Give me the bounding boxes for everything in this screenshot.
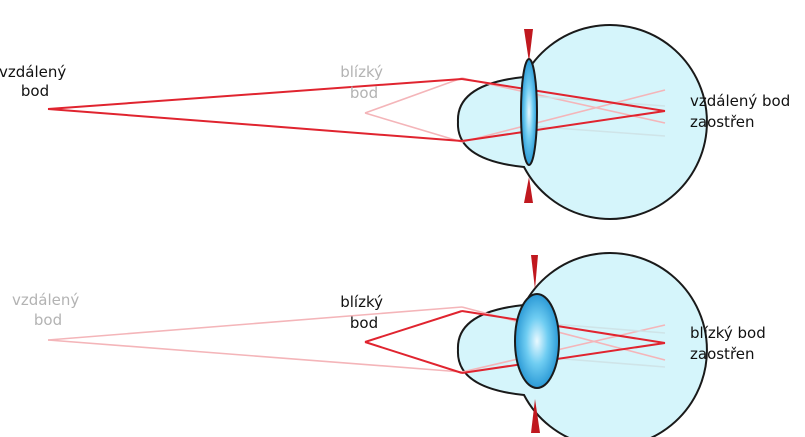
- bottom-panel: vzdálený bod blízký bod blízký bod zaost…: [12, 252, 771, 437]
- top-far-point-label: vzdálený bod: [0, 63, 71, 100]
- top-near-point-label: blízký bod: [340, 63, 388, 102]
- bottom-iris-lower: [531, 399, 540, 433]
- top-far-point-rays: [47, 78, 666, 142]
- top-near-point-rays: [364, 77, 666, 143]
- top-panel: vzdálený bod blízký bod vzdálený bod zao…: [0, 24, 795, 220]
- bottom-eyeball: [456, 252, 708, 437]
- bottom-focus-label: blízký bod zaostřen: [690, 324, 771, 363]
- top-iris-upper: [524, 29, 533, 62]
- bottom-near-point-rays: [364, 310, 666, 374]
- top-lens: [520, 58, 538, 166]
- bottom-far-point-label: vzdálený bod: [12, 291, 84, 329]
- top-focus-label: vzdálený bod zaostřen: [690, 92, 795, 131]
- bottom-iris-upper: [531, 255, 538, 289]
- top-eyeball: [456, 24, 708, 220]
- bottom-near-point-label: blízký bod: [340, 293, 388, 332]
- top-iris-lower: [524, 177, 533, 203]
- bottom-lens: [514, 293, 560, 389]
